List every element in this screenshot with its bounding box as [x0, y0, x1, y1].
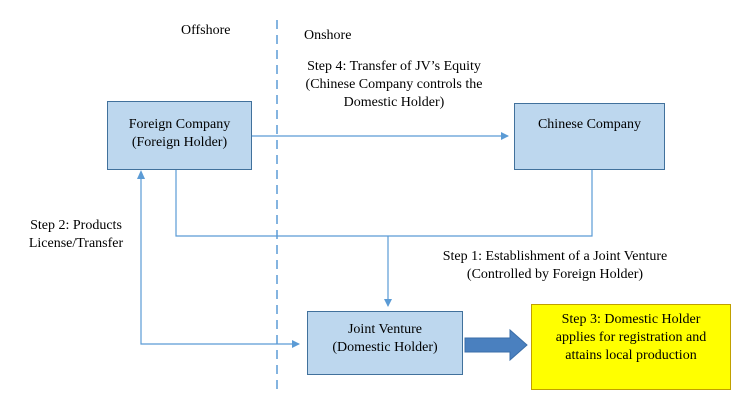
chinese-company-box: Chinese Company [514, 103, 665, 170]
step2-label-line: License/Transfer [28, 236, 124, 251]
step3-label-line: applies for registration and [555, 330, 707, 345]
step4-label-line: Step 4: Transfer of JV’s Equity [307, 59, 481, 74]
step4-label-line: (Chinese Company controls the [305, 77, 483, 92]
foreign-company-box: Foreign Company (Foreign Holder) [107, 101, 252, 170]
step2-label: Step 2: Products License/Transfer [12, 217, 140, 253]
step3-box: Step 3: Domestic Holder applies for regi… [531, 304, 731, 390]
step2-connector [140, 178, 300, 348]
step3-label-line: Step 3: Domestic Holder [561, 312, 701, 327]
step1-label-line: Step 1: Establishment of a Joint Venture [442, 249, 668, 264]
step3-block-arrow [464, 328, 528, 362]
step1-label-line: (Controlled by Foreign Holder) [466, 267, 644, 282]
foreign-company-label: Foreign Company [128, 117, 231, 132]
step2-label-line: Step 2: Products [30, 218, 122, 233]
offshore-label: Offshore [181, 23, 231, 38]
joint-venture-sublabel: (Domestic Holder) [332, 340, 438, 355]
joint-venture-label: Joint Venture [347, 322, 422, 337]
onshore-label: Onshore [304, 28, 352, 43]
step4-label-line: Domestic Holder) [343, 95, 445, 110]
chinese-company-label: Chinese Company [537, 117, 642, 132]
step3-label-line: attains local production [565, 348, 697, 363]
step4-label: Step 4: Transfer of JV’s Equity (Chinese… [280, 58, 508, 112]
foreign-company-sublabel: (Foreign Holder) [131, 135, 228, 150]
step1-connector [175, 170, 593, 237]
step1-label: Step 1: Establishment of a Joint Venture… [424, 248, 686, 284]
step2-arrowhead-up [137, 170, 145, 179]
joint-venture-box: Joint Venture (Domestic Holder) [307, 311, 463, 375]
